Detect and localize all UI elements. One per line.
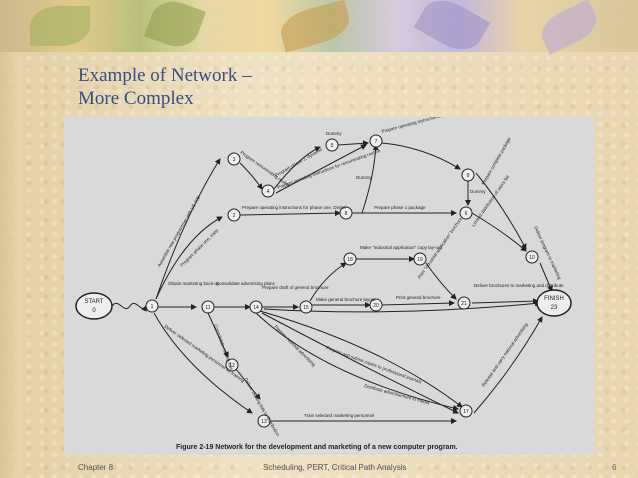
arrow-7-9 [381, 142, 461, 170]
title-line-2: More Complex [78, 88, 194, 109]
start-node: START 0 [75, 292, 113, 320]
label-limited-dist: Limited distribution of users list [471, 174, 511, 228]
arrow-1-3 [155, 158, 221, 300]
figure-caption: Figure 2-19 Network for the development … [176, 444, 458, 451]
finish-number: 23 [551, 305, 558, 311]
arrow-19-21 [425, 262, 457, 300]
arrow-14-17 [261, 312, 459, 414]
network-figure: START 0 FINISH 23 1 2 3 [64, 117, 594, 455]
label-ops-remun: Prepare operating instructions for remun… [277, 148, 382, 190]
arrow-5-7 [337, 140, 369, 147]
start-number: 0 [92, 308, 96, 314]
leaf-shape [413, 0, 491, 60]
label-deliver-mailing: Deliver mailing lists to distribution [243, 377, 281, 438]
node-9: 9 [467, 173, 470, 179]
node-4: 4 [267, 189, 270, 195]
node-17: 17 [463, 409, 469, 415]
node-1: 1 [151, 304, 154, 310]
arrow-11-12 [207, 312, 229, 358]
node-3: 3 [233, 157, 236, 163]
finish-label: FINISH [544, 296, 564, 302]
footer-page-number: 6 [612, 463, 617, 472]
arrow-4-5 [273, 146, 321, 190]
title-line-1: Example of Network – [78, 65, 252, 86]
label-assemble: Assemble new programmer with US 728 [157, 195, 202, 268]
node-7: 7 [375, 139, 378, 145]
leaf-shape [276, 0, 354, 53]
node-5: 5 [331, 143, 334, 149]
label-dummy-3: Dummy [356, 175, 372, 180]
slide-title: Example of Network – More Complex [78, 64, 252, 110]
label-dummy-2: Dummy [470, 189, 486, 194]
node-10: 10 [529, 255, 535, 261]
arrow-1-2 [155, 216, 223, 300]
label-dummy-1: Dummy [326, 131, 342, 136]
arrow-14-finish [263, 300, 541, 313]
event-node-numbers: 1 2 3 4 5 6 7 8 9 10 11 12 13 14 15 18 1… [151, 139, 535, 425]
label-consolidate: Consolidate advertising plans [216, 281, 276, 286]
label-print-general: Print general brochure [396, 295, 441, 300]
arrow-17-finish [473, 316, 543, 414]
start-label: START [84, 299, 103, 305]
node-12: 12 [229, 363, 235, 369]
arrow-10-finish [539, 262, 553, 292]
footer-topic: Scheduling, PERT, Critical Path Analysis [263, 463, 407, 472]
node-15: 15 [303, 305, 309, 311]
arrow-12-13 [235, 368, 261, 400]
label-industrial: Make "industrial application" copy lay-o… [360, 245, 442, 250]
label-draft: Prepare draft of general brochure [262, 285, 329, 290]
arrow-21-finish [471, 298, 539, 305]
leaf-banner-image [0, 0, 638, 60]
arrow-start-1 [111, 302, 147, 312]
label-deliver-brochures: Deliver brochures to marketing and distr… [474, 283, 564, 288]
label-ops-phase2: Prepare operating instructions phase 2, … [381, 117, 476, 134]
arrow-3-4 [239, 162, 263, 190]
left-texture-strip [0, 52, 22, 478]
arrow-8-7-dummy [361, 144, 379, 214]
activity-labels: Obtain marketing back-up Consolidate adv… [157, 117, 565, 438]
arrow-4-7 [275, 144, 367, 194]
arrow-14-17b [259, 310, 463, 408]
arrow-14-17c [255, 312, 459, 411]
finish-node: FINISH 23 [536, 289, 572, 317]
leaf-shape [30, 6, 90, 46]
node-21: 21 [461, 301, 467, 307]
label-obtain: Obtain marketing back-up [168, 281, 220, 286]
event-node-circles [145, 134, 539, 428]
node-20: 20 [373, 303, 379, 309]
node-11: 11 [205, 305, 210, 311]
label-release: Release and carry national advertising [481, 322, 529, 388]
label-prepare-press: Prepare and submit copies to professiona… [326, 345, 423, 385]
leaf-shape [535, 0, 603, 55]
node-2: 2 [233, 213, 236, 219]
node-18: 18 [347, 257, 353, 263]
arrow-6-10 [471, 212, 527, 252]
network-diagram: START 0 FINISH 23 1 2 3 [75, 117, 572, 451]
label-phase1-pkg: Prepare phase 1 package [374, 205, 426, 210]
node-6: 6 [465, 211, 468, 217]
label-ops-instr: Prepare operating instructions for phase… [242, 205, 346, 210]
arrow-2-8 [239, 210, 341, 217]
node-14: 14 [253, 305, 259, 311]
label-deliver-personnel: Deliver selected marketing personnel for… [163, 324, 245, 384]
network-arrows [111, 140, 553, 424]
arrow-1-13 [153, 312, 253, 414]
label-deliver-program: Deliver program to marketing [533, 225, 562, 280]
label-make-general: Make general brochure layout [316, 297, 376, 302]
node-19: 19 [417, 257, 423, 263]
arrow-15-18 [309, 262, 347, 302]
footer-chapter: Chapter 8 [78, 463, 114, 472]
arrow-20-21 [381, 300, 455, 307]
leaf-shape [143, 0, 207, 54]
label-train-personnel: Train selected marketing personnel [304, 413, 374, 418]
node-8: 8 [345, 211, 348, 217]
node-13: 13 [261, 419, 267, 425]
arrow-9-10 [475, 172, 527, 250]
